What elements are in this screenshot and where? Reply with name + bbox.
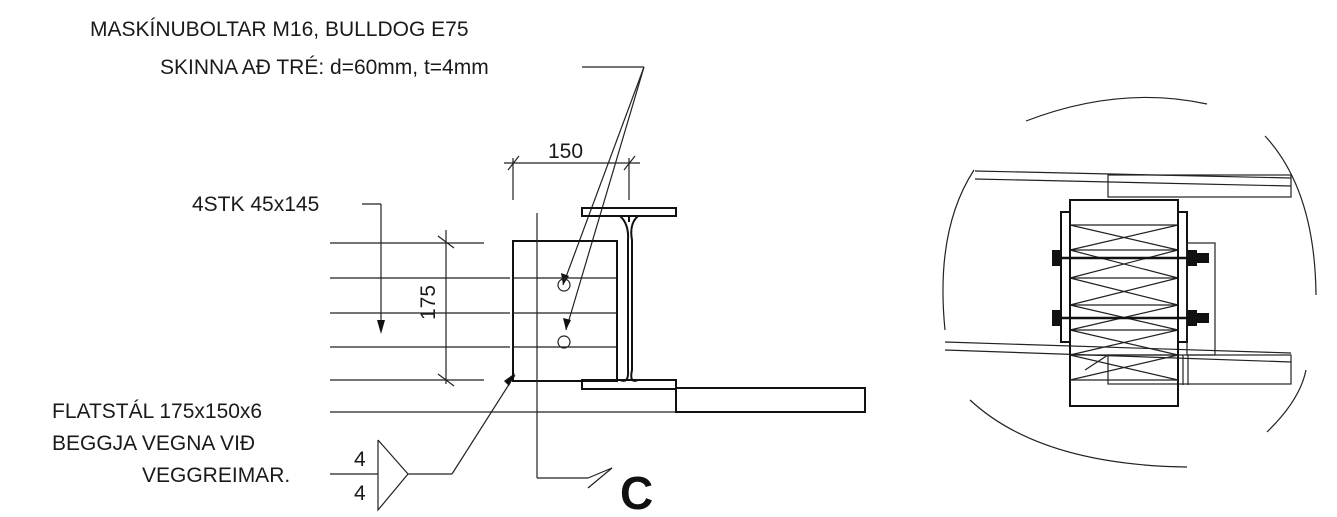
dimension-150-line [504,155,640,200]
dimension-150: 150 [548,140,583,163]
both-sides-label-line2: VEGGREIMAR. [142,464,290,487]
detail-weld-marks [1182,355,1189,385]
boards-label: 4STK 45x145 [192,193,319,216]
detail-bolts [1052,250,1209,326]
steel-plate [512,240,618,382]
both-sides-label-line1: BEGGJA VEGNA VIÐ [52,432,255,455]
bolt-holes [557,278,571,349]
plate-label: SKINNA AÐ TRÉ: d=60mm, t=4mm [160,56,489,79]
dimension-175: 175 [417,285,440,320]
detail-timber-block [1069,199,1179,407]
detail-side-plates [1060,211,1216,356]
section-mark-c: C [620,467,653,517]
weld-size-bottom: 4 [354,482,366,505]
weld-size-top: 4 [354,448,366,471]
dimension-175-line [437,230,455,387]
steel-i-beam [581,207,677,390]
detail-circle [942,96,1317,468]
flat-steel-bar [675,387,866,413]
centerline [536,213,613,489]
timber-boards [330,242,510,381]
detail-bottom-rails [944,341,1292,385]
boards-leader [362,203,385,334]
detail-top-rails [974,170,1292,198]
flatsteel-label: FLATSTÁL 175x150x6 [52,400,262,423]
bolts-label: MASKÍNUBOLTAR M16, BULLDOG E75 [90,18,469,41]
